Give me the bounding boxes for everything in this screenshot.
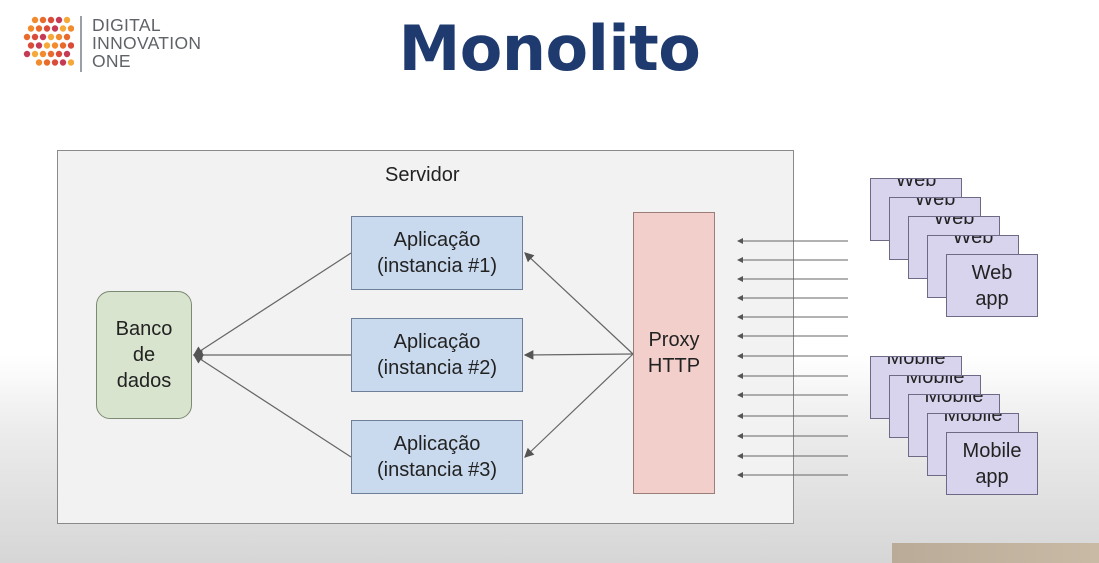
logo-dot: [47, 16, 55, 24]
logo: DIGITAL INNOVATION ONE: [22, 14, 222, 78]
mobile-client-card-1-label: Mobile: [886, 356, 946, 369]
logo-dot: [55, 50, 63, 58]
web-client-card-3-label: Web: [933, 216, 975, 229]
app3-to-db-connector: [192, 354, 352, 458]
proxy-to-app1-connector: [524, 252, 634, 355]
logo-dot: [39, 50, 47, 58]
logo-dot: [27, 25, 35, 32]
logo-dot: [23, 33, 31, 41]
app-instance-3-label: Aplicação (instancia #3): [376, 433, 498, 481]
logo-divider: [80, 16, 82, 72]
logo-line-2: INNOVATION: [92, 33, 202, 53]
logo-dot: [39, 33, 47, 41]
logo-mark-icon: [23, 16, 74, 66]
logo-dot: [67, 42, 74, 49]
proxy-box: Proxy HTTP: [633, 212, 715, 494]
logo-dot: [47, 50, 55, 58]
logo-line-3: ONE: [92, 51, 131, 71]
app-instance-3: Aplicação (instancia #3): [351, 420, 523, 494]
mobile-client-front-label: Mobile app: [962, 439, 1022, 488]
database-label: Banco de dados: [115, 318, 173, 392]
page-title: Monolito: [398, 12, 701, 85]
mobile-client-card-3-label: Mobile: [924, 394, 984, 407]
logo-dot: [59, 59, 67, 66]
web-client-front-label: Web app: [971, 261, 1013, 310]
mobile-client-card-4-label: Mobile: [943, 413, 1003, 426]
logo-line-1: DIGITAL: [92, 15, 161, 35]
logo-dot: [63, 16, 71, 24]
presenter-video-corner: [892, 543, 1099, 563]
app-instance-1-label: Aplicação (instancia #1): [376, 229, 498, 277]
logo-dot: [55, 16, 63, 24]
logo-dot: [51, 42, 59, 49]
server-label: Servidor: [385, 164, 460, 186]
logo-dot: [63, 33, 71, 41]
web-client-card-1-label: Web: [895, 178, 937, 191]
logo-dot: [43, 59, 51, 66]
app-instance-2-label: Aplicação (instancia #2): [376, 331, 498, 379]
logo-dot: [35, 42, 43, 49]
database-box: Banco de dados: [96, 291, 192, 419]
logo-dot: [31, 16, 39, 24]
app1-to-db-connector: [192, 252, 352, 356]
logo-dot: [55, 33, 63, 41]
web-client-card-2-label: Web: [914, 197, 956, 210]
web-client-card-front: Web app: [946, 254, 1038, 317]
logo-dot: [31, 33, 39, 41]
logo-dot: [27, 42, 35, 49]
logo-dot: [35, 59, 43, 66]
web-client-card-4-label: Web: [952, 235, 994, 248]
proxy-label: Proxy HTTP: [647, 329, 701, 377]
app-instance-2: Aplicação (instancia #2): [351, 318, 523, 392]
logo-dot: [67, 25, 74, 32]
logo-dot: [59, 25, 67, 32]
proxy-to-app2-connector: [523, 350, 634, 360]
request-arrows: [737, 238, 848, 478]
logo-text: DIGITAL INNOVATION ONE: [92, 16, 201, 70]
logo-dot: [59, 42, 67, 49]
logo-dot: [23, 50, 31, 58]
logo-dot: [47, 33, 55, 41]
logo-dot: [43, 25, 51, 32]
logo-dot: [63, 50, 71, 58]
logo-dot: [39, 16, 47, 24]
logo-dot: [43, 42, 51, 49]
app-instance-1: Aplicação (instancia #1): [351, 216, 523, 290]
logo-dot: [31, 50, 39, 58]
logo-dot: [51, 25, 59, 32]
logo-dot: [67, 59, 74, 66]
mobile-client-card-front: Mobile app: [946, 432, 1038, 495]
mobile-client-card-2-label: Mobile: [905, 375, 965, 388]
proxy-to-app3-connector: [524, 353, 634, 458]
logo-dot: [51, 59, 59, 66]
logo-dot: [35, 25, 43, 32]
